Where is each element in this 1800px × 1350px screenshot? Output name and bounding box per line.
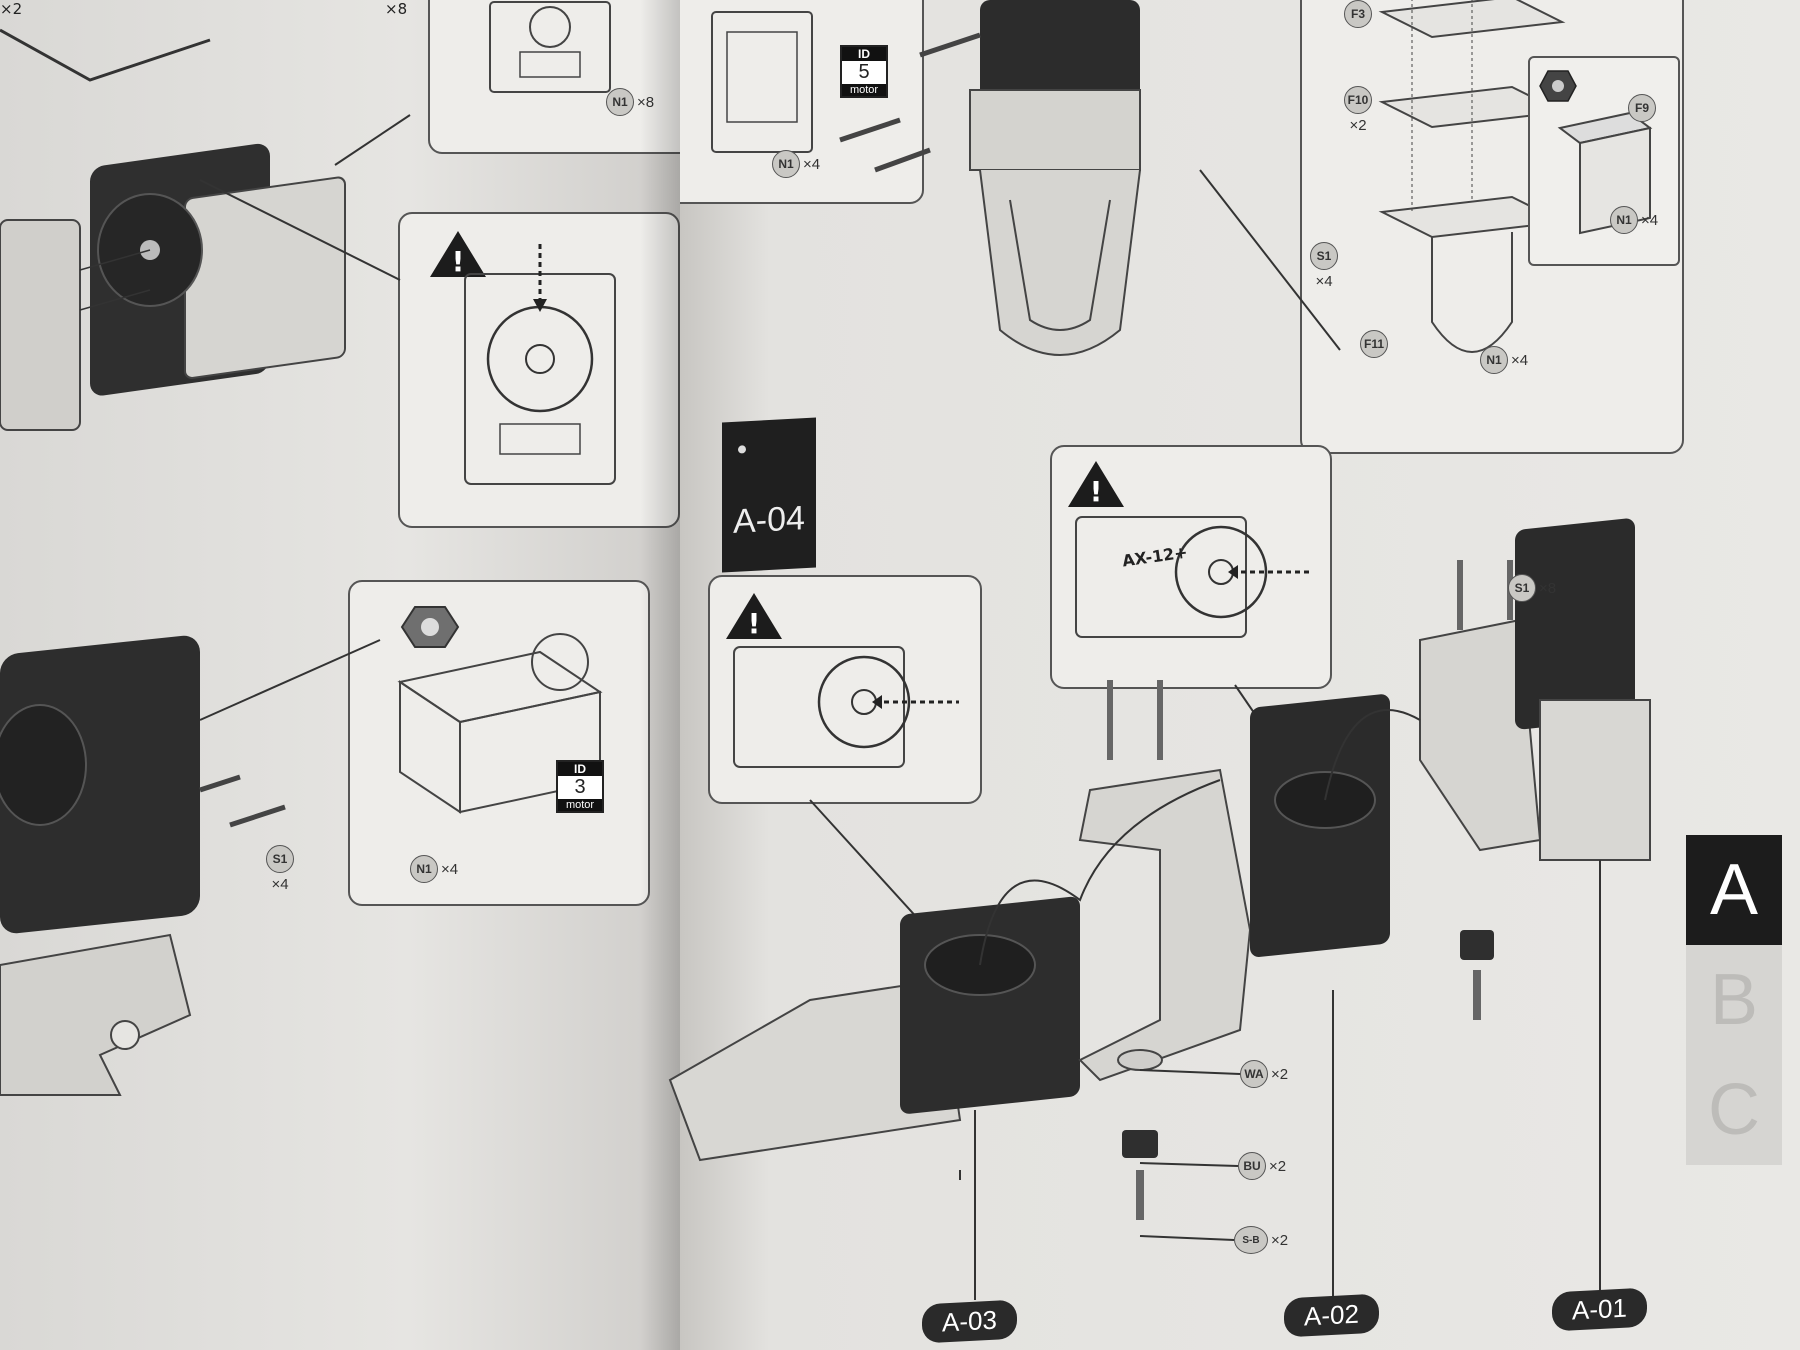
part-badge-f10: F10 ×2 <box>1344 86 1372 134</box>
callout-pointer-top <box>1199 169 1341 351</box>
servo-horn-drawing <box>464 244 616 485</box>
part-badge-f3: F3 <box>1344 0 1372 28</box>
servo-horn-side-drawing <box>1075 516 1311 638</box>
gripper-assembly-top <box>969 0 1141 356</box>
part-code-sb: S-B <box>1234 1226 1268 1254</box>
screws-top <box>839 32 981 173</box>
part-badge-f11: F11 <box>1360 330 1388 358</box>
part-code-s1: S1 <box>1310 242 1338 270</box>
part-qty: ×4 <box>1315 273 1333 290</box>
warning-icon: ! <box>430 231 486 278</box>
motor-id-caption: motor <box>842 84 886 96</box>
servo-frame-top-drawing <box>711 11 813 153</box>
section-tab-a[interactable]: A <box>1686 835 1782 945</box>
part-code-f3: F3 <box>1344 0 1372 28</box>
hex-nut-icon <box>400 606 460 648</box>
motor-id-label: ID <box>842 47 886 61</box>
warning-icon: ! <box>726 593 782 640</box>
bracket-stack-drawing <box>1378 0 1566 353</box>
part-code-f11: F11 <box>1360 330 1388 358</box>
part-qty: ×8 <box>637 94 654 111</box>
servo-assembly-left-bottom <box>0 635 200 1096</box>
motor-id-caption: motor <box>558 799 602 811</box>
f9-inset-panel <box>1528 56 1680 266</box>
section-tabs: A B C <box>1686 835 1786 1165</box>
part-qty: ×2 <box>1271 1231 1289 1249</box>
part-code-bu: BU <box>1238 1152 1266 1180</box>
servo-frame-drawing <box>489 1 611 93</box>
part-qty: ×2 <box>1349 117 1367 134</box>
assembly-label-a03: A-03 <box>922 1299 1017 1344</box>
motor-detail-panel-top <box>680 0 924 204</box>
part-code-n1: N1 <box>1610 206 1638 234</box>
part-code-s1: S1 <box>1508 574 1536 602</box>
corner-qty-1: ×2 <box>0 0 23 18</box>
part-badge-s1-left: S1 ×4 <box>266 845 294 893</box>
assembly-label-a02: A-02 <box>1284 1293 1379 1338</box>
part-badge-s1-right: S1 ×8 <box>1508 574 1556 602</box>
part-badge-n1-f11: N1 ×4 <box>1480 346 1528 374</box>
section-tab-b[interactable]: B <box>1686 945 1782 1055</box>
part-badge-n1-topmid: N1 ×4 <box>772 150 820 178</box>
servo-horn-side-drawing <box>733 646 959 768</box>
part-badge-f9: F9 <box>1628 94 1656 122</box>
callout-pointer-1 <box>199 179 401 281</box>
part-badge-s1-top: S1 ×4 <box>1310 242 1338 290</box>
part-qty: ×4 <box>1511 351 1529 369</box>
part-code-n1: N1 <box>410 855 438 883</box>
part-qty: ×4 <box>1641 211 1659 229</box>
part-qty: ×2 <box>1269 1157 1287 1175</box>
part-qty: ×4 <box>441 860 459 878</box>
warning-detail-panel-left: ! <box>398 212 680 528</box>
part-badge-n1-f9: N1 ×4 <box>1610 206 1658 234</box>
motor-id-number: 3 <box>574 776 586 798</box>
motor-id-box-5: ID 5 motor <box>840 45 888 98</box>
motor-id-label: ID <box>558 762 602 776</box>
warning-icon: ! <box>1068 461 1124 508</box>
screw-drawing <box>199 774 286 828</box>
motor-id-box-3: ID 3 motor <box>556 760 604 813</box>
callout-pointer-2 <box>199 639 381 721</box>
top-detail-panel <box>428 0 680 154</box>
corner-qty-2: ×8 <box>385 0 408 18</box>
main-assembly-drawing <box>668 518 1651 1220</box>
part-badge-n1-topleft: N1 ×8 <box>606 88 654 116</box>
part-badge-wa: WA ×2 <box>1240 1060 1288 1088</box>
hex-nut-icon-small <box>1539 70 1577 102</box>
section-tab-c[interactable]: C <box>1686 1055 1782 1165</box>
part-qty: ×4 <box>803 155 821 173</box>
svg-text:!: ! <box>748 607 761 640</box>
left-page: ×2 ×8 N1 ×8 ! <box>0 0 680 1350</box>
motor-id-number: 5 <box>858 61 870 83</box>
svg-text:!: ! <box>452 245 465 278</box>
callout-lines-top <box>0 28 411 166</box>
part-code-n1: N1 <box>772 150 800 178</box>
part-code-wa: WA <box>1240 1060 1268 1088</box>
part-code-n1: N1 <box>606 88 634 116</box>
assembly-label-a01: A-01 <box>1552 1287 1647 1332</box>
part-qty: ×8 <box>1539 579 1557 597</box>
servo-assembly-left-top <box>0 143 346 431</box>
part-badge-bu: BU ×2 <box>1238 1152 1286 1180</box>
part-qty: ×2 <box>1271 1065 1289 1083</box>
nut-detail-panel <box>348 580 650 906</box>
part-badge-sb: S-B ×2 <box>1234 1226 1288 1254</box>
svg-text:!: ! <box>1090 475 1103 508</box>
warning-detail-panel-right-lower: ! <box>708 575 982 804</box>
part-code-f10: F10 <box>1344 86 1372 114</box>
part-code-f9: F9 <box>1628 94 1656 122</box>
warning-detail-panel-right-upper: ! AX-12+ <box>1050 445 1332 689</box>
part-code-s1: S1 <box>266 845 294 873</box>
part-code-n1: N1 <box>1480 346 1508 374</box>
part-badge-n1-left: N1 ×4 <box>410 855 458 883</box>
f9-bracket-drawing <box>1557 111 1653 235</box>
part-qty: ×4 <box>271 876 289 893</box>
